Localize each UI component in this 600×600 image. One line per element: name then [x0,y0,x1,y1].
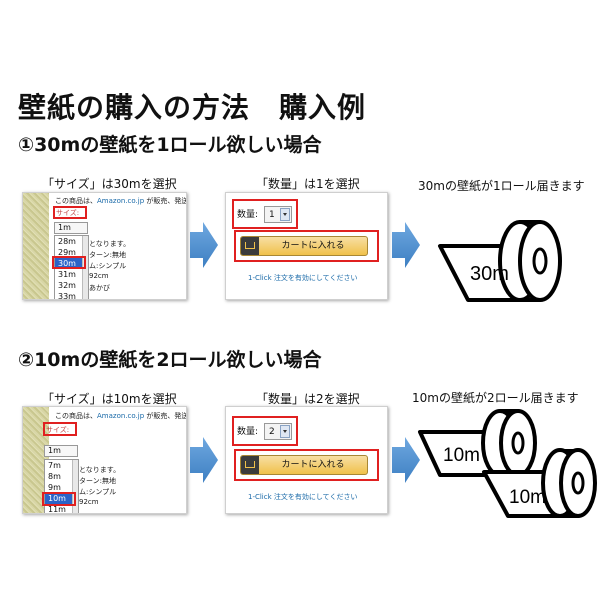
roll-size-label: 30m [470,263,509,285]
right-arrow-icon [392,222,420,268]
right-arrow-icon [392,437,420,483]
wallpaper-roll-icon [440,222,560,300]
right-arrow-icon [190,437,218,483]
right-arrow-icon [190,222,218,268]
roll-size-label: 10m [509,487,546,508]
roll-size-label: 10m [443,445,480,466]
